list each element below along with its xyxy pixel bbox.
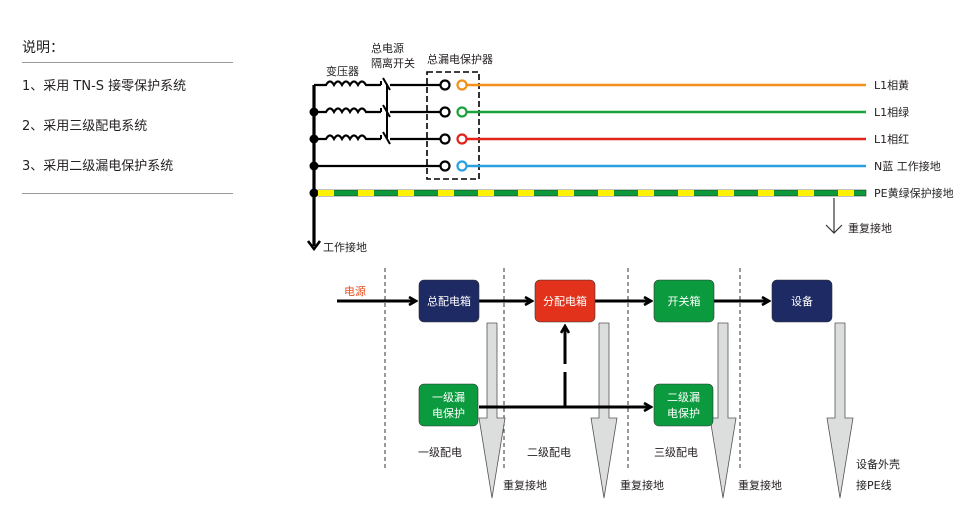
box-label-line2: 电保护 [667, 406, 700, 420]
rcd-output-terminal [456, 160, 468, 172]
main-distribution-box: 总配电箱 [418, 279, 480, 323]
pe-line-stripe [358, 190, 374, 196]
transformer-coils [314, 80, 381, 142]
pe-line-stripe [318, 190, 334, 196]
repeat-ground-label-3: 重复接地 [738, 478, 782, 492]
pe-line-stripe [638, 190, 654, 196]
box-label-line1: 一级漏 [432, 391, 465, 404]
pe-line-stripe [518, 190, 534, 196]
source-label: 电源 [344, 284, 366, 298]
ground-arrow-icon [478, 322, 506, 499]
level-label-1: 一级配电 [418, 446, 462, 459]
phase-wires-left [314, 83, 440, 168]
notes-divider-bottom [22, 193, 233, 194]
pe-line-stripe [558, 190, 574, 196]
isolator-switch [380, 77, 391, 145]
phase-line-label: L1相黄 [874, 78, 909, 92]
transformer-label: 变压器 [326, 64, 359, 78]
work-ground-label: 工作接地 [323, 241, 367, 254]
rcd-level2-box: 二级漏电保护 [653, 383, 714, 427]
equipment-box: 设备 [771, 279, 833, 323]
pe-line: PE黄绿保护接地 [317, 186, 954, 200]
pe-line-stripe [798, 190, 814, 196]
pe-line-stripe [598, 190, 614, 196]
notes-title: 说明： [22, 40, 64, 56]
pe-repeat-ground-label: 重复接地 [848, 221, 892, 235]
junction-dots [309, 107, 319, 198]
note-item: 1、采用 TN-S 接零保护系统 [22, 79, 187, 94]
rcd-output-terminal [456, 133, 468, 145]
switch-box: 开关箱 [653, 279, 715, 323]
rcd-box [426, 71, 480, 180]
phase-line-label: L1相绿 [874, 105, 909, 119]
box-label: 开关箱 [668, 294, 701, 308]
phase-line-label: N蓝 工作接地 [874, 160, 941, 173]
box-label: 设备 [791, 294, 813, 308]
box-label-line2: 电保护 [432, 406, 465, 420]
pe-line-stripe [478, 190, 494, 196]
notes-divider-top [22, 62, 233, 63]
flow-arrows [337, 301, 769, 407]
rcd-output-terminal [456, 79, 468, 91]
pe-line-stripe [718, 190, 734, 196]
sub-distribution-box: 分配电箱 [534, 279, 596, 323]
ground-arrow-icon [709, 322, 737, 499]
note-item: 2、采用三级配电系统 [22, 119, 148, 134]
colored-lines: L1相黄 L1相绿 L1相红 N蓝 工作接地 [456, 78, 941, 173]
notes-panel: 说明： 1、采用 TN-S 接零保护系统 2、采用三级配电系统 3、采用二级漏电… [22, 38, 233, 194]
pe-repeat-ground-arrow-icon [825, 224, 843, 234]
isolator-label-line2: 隔离开关 [371, 56, 415, 70]
note-item: 3、采用二级漏电保护系统 [22, 159, 174, 174]
level-label-3: 三级配电 [654, 446, 698, 459]
repeat-ground-label-1: 重复接地 [503, 478, 547, 492]
work-ground-arrow-icon [306, 240, 322, 252]
box-label: 分配电箱 [543, 294, 587, 308]
rcd-output-terminal [456, 106, 468, 118]
pe-line-label: PE黄绿保护接地 [874, 186, 954, 200]
pe-line-stripe [398, 190, 414, 196]
ground-arrow-icon [826, 322, 854, 499]
level-label-2: 二级配电 [527, 446, 571, 459]
isolator-label-line1: 总电源 [371, 41, 404, 55]
repeat-ground-label-2: 重复接地 [620, 478, 664, 492]
rcd-input-terminals [439, 79, 451, 172]
ground-arrow-icon [590, 322, 618, 499]
equipment-label-line2: 接PE线 [856, 478, 892, 492]
box-label: 总配电箱 [427, 294, 471, 308]
pe-line-stripe [758, 190, 774, 196]
equipment-label-line1: 设备外壳 [856, 457, 900, 471]
pe-line-stripe [438, 190, 454, 196]
phase-line-label: L1相红 [874, 133, 909, 146]
ground-arrows [478, 322, 854, 499]
level-separators [384, 268, 741, 468]
rcd-label: 总漏电保护器 [427, 52, 493, 66]
box-label-line1: 二级漏 [667, 391, 700, 404]
pe-line-stripe [838, 190, 854, 196]
pe-line-stripe [678, 190, 694, 196]
